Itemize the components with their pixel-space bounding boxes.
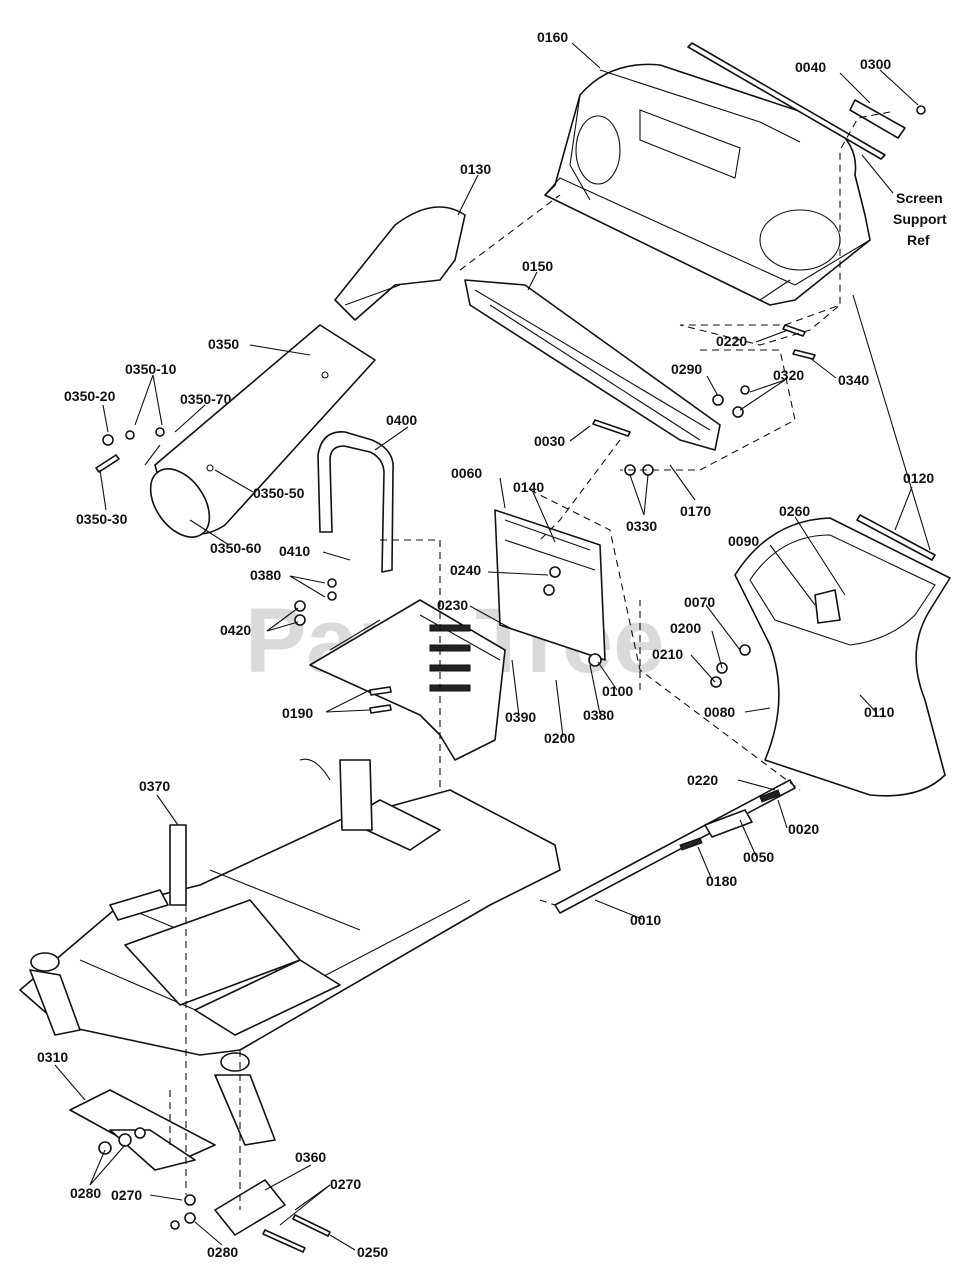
label-0350-10: 0350-10: [125, 361, 177, 377]
label-0320: 0320: [773, 367, 804, 383]
label-0400: 0400: [386, 412, 417, 428]
label-0270-b: 0270: [330, 1176, 361, 1192]
label-0410: 0410: [279, 543, 310, 559]
pin-0340: [792, 349, 816, 360]
label-0140: 0140: [513, 479, 544, 495]
label-0050: 0050: [743, 849, 774, 865]
label-0310: 0310: [37, 1049, 68, 1065]
label-0220-b: 0220: [687, 772, 718, 788]
label-0150: 0150: [522, 258, 553, 274]
leader-lines: [54, 42, 919, 1251]
label-0350-70: 0350-70: [180, 391, 232, 407]
label-0060: 0060: [451, 465, 482, 481]
label-0170: 0170: [680, 503, 711, 519]
label-0250: 0250: [357, 1244, 388, 1260]
assembly-lines: [169, 111, 891, 1210]
mount-plate-0190: [294, 578, 506, 761]
panel-0150: [464, 279, 721, 451]
label-0230: 0230: [437, 597, 468, 613]
bracket-0360: [170, 1179, 331, 1253]
label-0280-a: 0280: [70, 1185, 101, 1201]
label-0360: 0360: [295, 1149, 326, 1165]
label-0160: 0160: [537, 29, 568, 45]
chute-0130: [334, 206, 466, 321]
label-ref: Ref: [907, 232, 930, 248]
label-screen: Screen: [896, 190, 943, 206]
label-0350-60: 0350-60: [210, 540, 262, 556]
pin-0220-top: [782, 324, 806, 337]
bag-0080: [710, 294, 951, 797]
bolts-0290-0320: [712, 385, 750, 418]
label-0030: 0030: [534, 433, 565, 449]
screen-support-0040: [687, 42, 926, 160]
label-0020: 0020: [788, 821, 819, 837]
pin-0030: [592, 419, 631, 437]
label-0290: 0290: [671, 361, 702, 377]
label-0070: 0070: [684, 594, 715, 610]
label-0380-b: 0380: [583, 707, 614, 723]
label-0300: 0300: [860, 56, 891, 72]
label-0180: 0180: [706, 873, 737, 889]
label-0350-50: 0350-50: [253, 485, 305, 501]
label-0110: 0110: [864, 704, 895, 720]
label-0260: 0260: [779, 503, 810, 519]
tube-0350: [95, 324, 376, 538]
handle-0400: [317, 431, 394, 573]
label-0370: 0370: [139, 778, 170, 794]
label-0340: 0340: [838, 372, 869, 388]
label-0200-b: 0200: [544, 730, 575, 746]
label-0010: 0010: [630, 912, 661, 928]
bracket-0310: [69, 1089, 216, 1171]
label-0350-30: 0350-30: [76, 511, 128, 527]
rod-assembly-0010: [554, 779, 796, 914]
label-0090: 0090: [728, 533, 759, 549]
chassis-frame: [19, 758, 561, 1146]
label-0040: 0040: [795, 59, 826, 75]
label-0200-a: 0200: [670, 620, 701, 636]
label-0270-a: 0270: [111, 1187, 142, 1203]
label-0190: 0190: [282, 705, 313, 721]
label-0280-b: 0280: [207, 1244, 238, 1260]
label-0350-20: 0350-20: [64, 388, 116, 404]
label-0380-a: 0380: [250, 567, 281, 583]
label-0210: 0210: [652, 646, 683, 662]
label-0220: 0220: [716, 333, 747, 349]
label-0420: 0420: [220, 622, 251, 638]
label-support: Support: [893, 211, 947, 227]
label-0240: 0240: [450, 562, 481, 578]
label-0080: 0080: [704, 704, 735, 720]
label-0350: 0350: [208, 336, 239, 352]
hopper-0160: [544, 63, 871, 306]
part-labels: 0160 0040 0300 Screen Support Ref 0130 0…: [37, 29, 947, 1260]
label-0330: 0330: [626, 518, 657, 534]
label-0130: 0130: [460, 161, 491, 177]
label-0120: 0120: [903, 470, 934, 486]
label-0390: 0390: [505, 709, 536, 725]
label-0100: 0100: [602, 683, 633, 699]
